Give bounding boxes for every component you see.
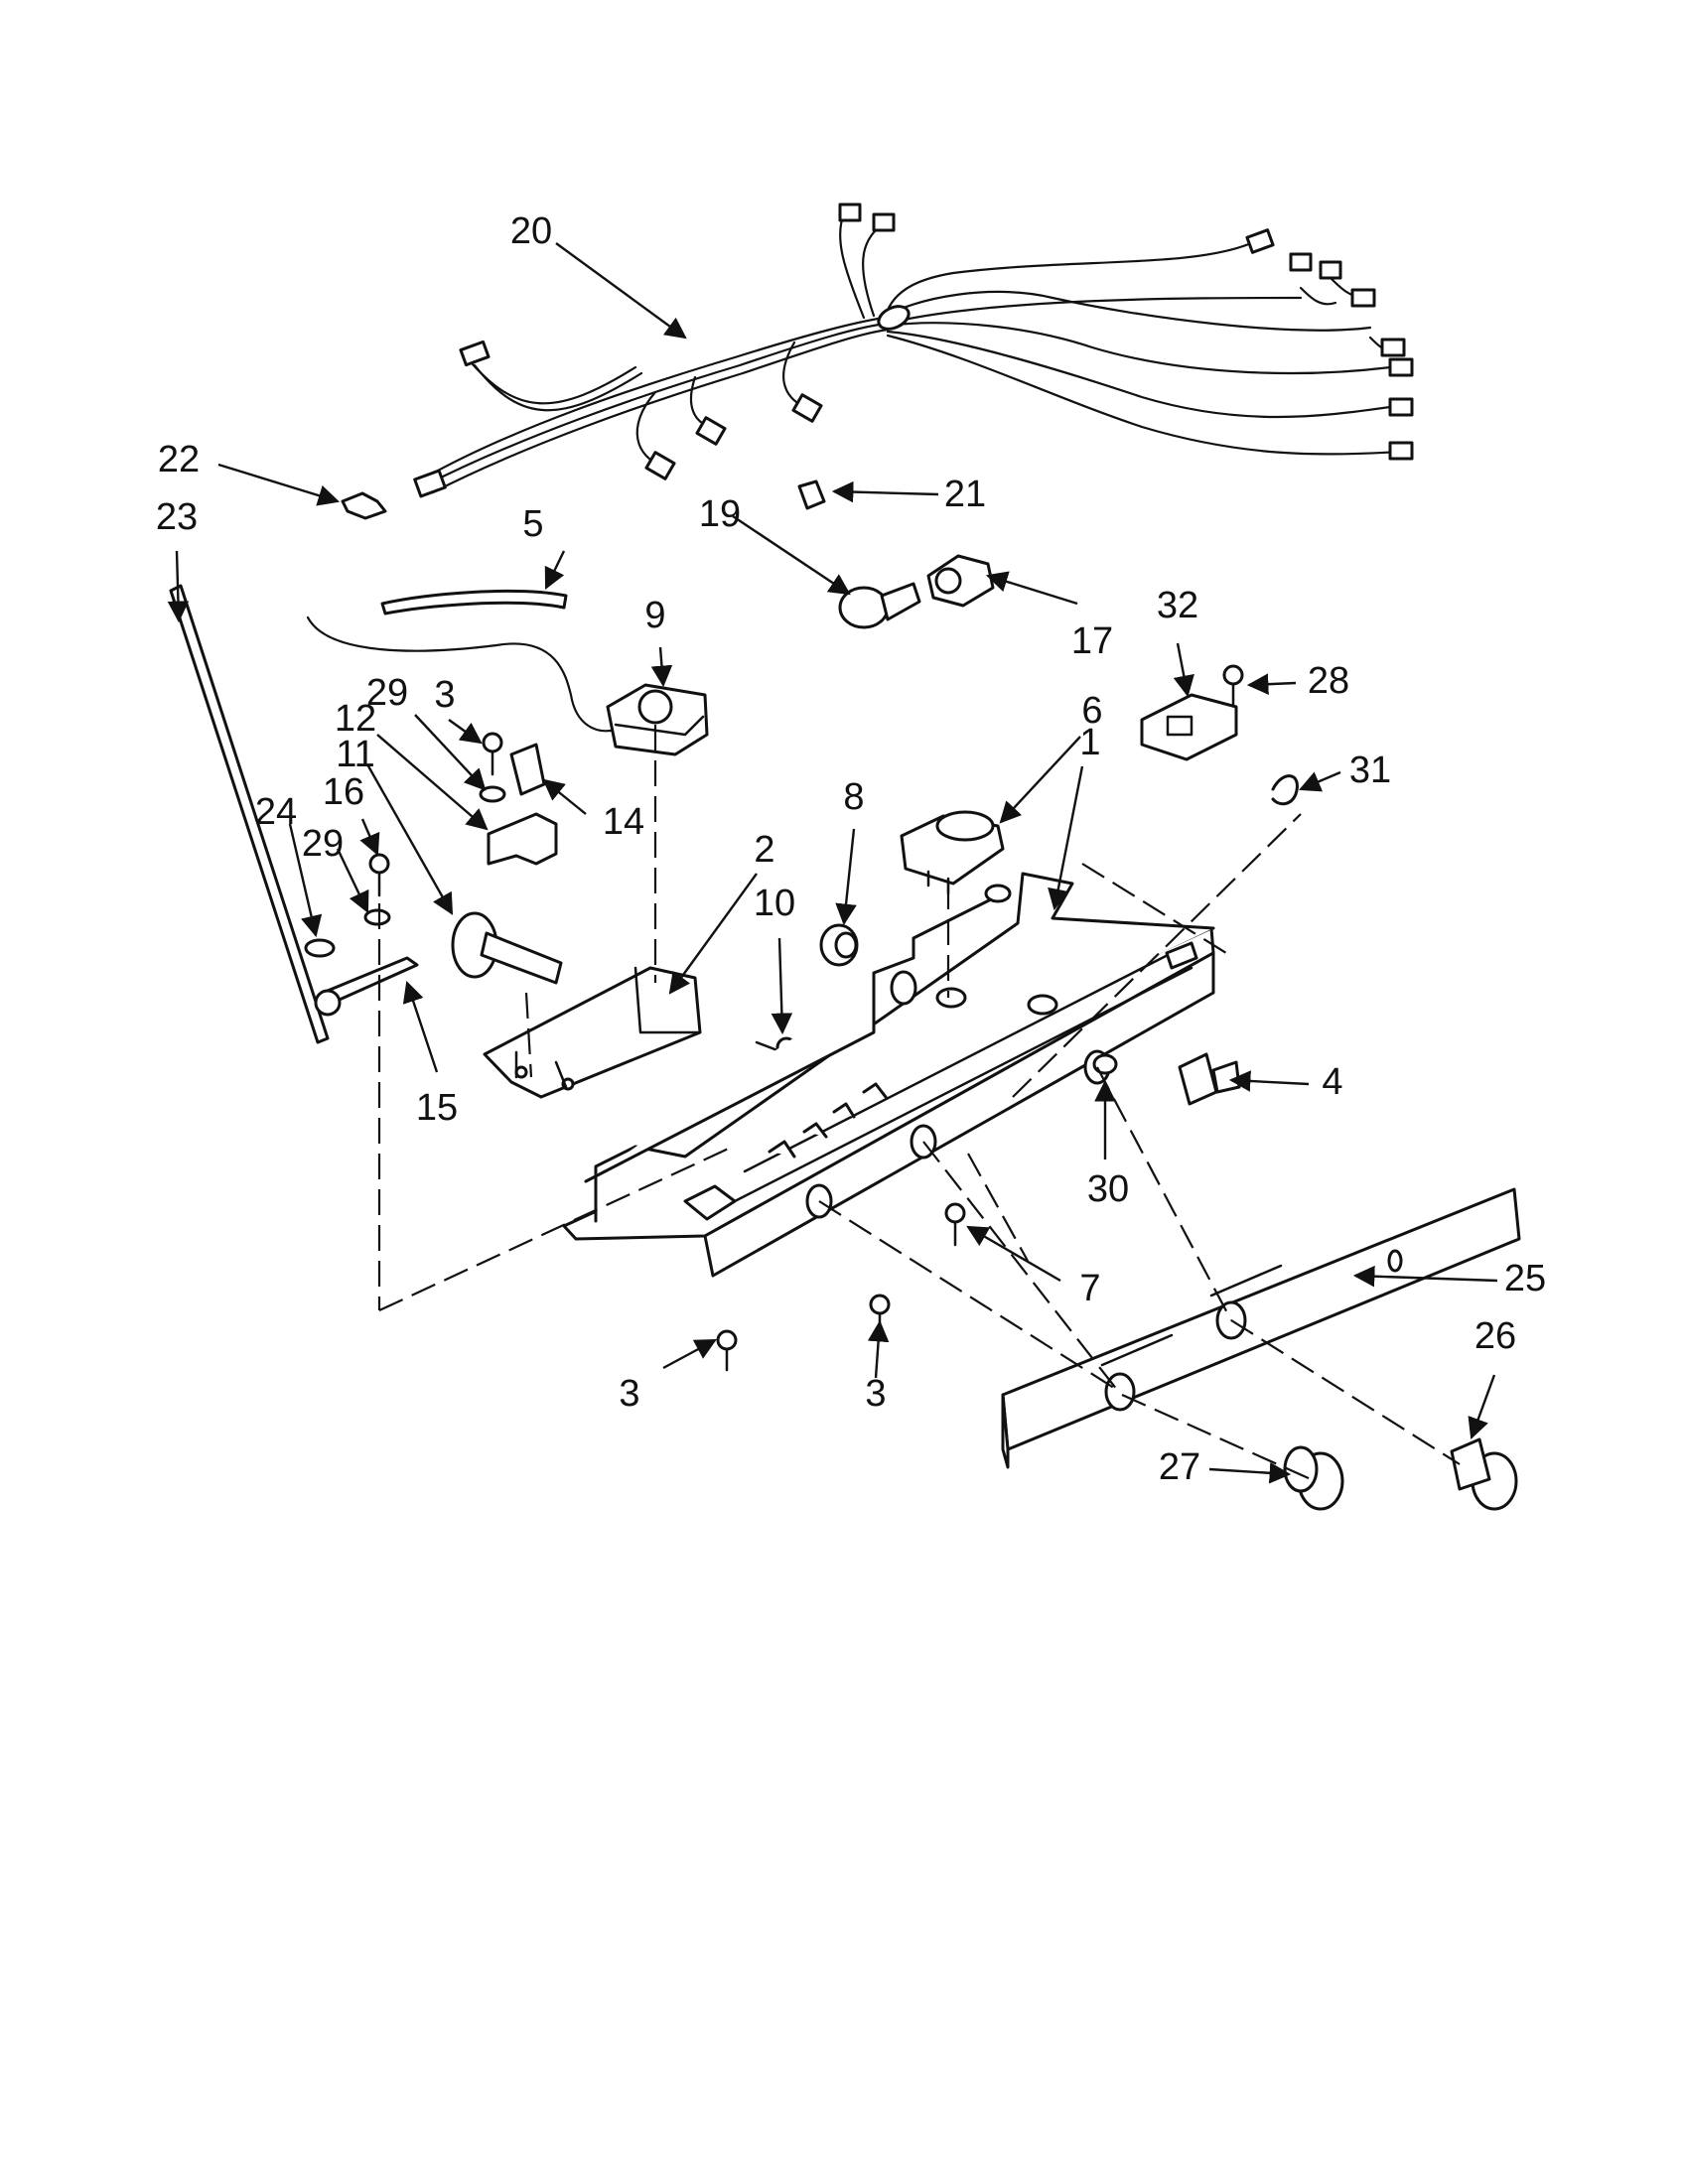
- screw-28: [1222, 664, 1244, 707]
- callouts: 1 2 3 3 3 4 5 6 7 8 9 10 11 12 14 15 16 …: [156, 210, 1546, 1488]
- callout-8: 8: [843, 776, 864, 818]
- shaft-11: [451, 911, 563, 985]
- callout-27: 27: [1159, 1446, 1200, 1488]
- lever-15: [314, 956, 419, 1017]
- knob-27: [1283, 1445, 1344, 1511]
- control-panel-25: [1001, 1187, 1521, 1469]
- clip-22: [341, 491, 387, 520]
- defrost-timer-6: [900, 810, 1005, 895]
- callout-11: 11: [336, 734, 374, 775]
- callout-4: 4: [1322, 1061, 1342, 1103]
- tube-5: [380, 589, 568, 615]
- callout-28: 28: [1308, 660, 1349, 702]
- callout-29-lower: 29: [302, 823, 344, 865]
- washer-24: [304, 938, 336, 958]
- light-socket: [926, 554, 995, 608]
- light-bulb: [838, 582, 921, 629]
- assembly-lines: [377, 725, 1461, 1481]
- callout-1: 1: [1079, 722, 1100, 763]
- bracket-14: [509, 743, 546, 796]
- callout-25: 25: [1504, 1258, 1546, 1299]
- callout-6: 6: [1081, 690, 1102, 732]
- callout-9: 9: [644, 595, 665, 636]
- callout-23: 23: [156, 496, 198, 538]
- callout-17: 17: [1071, 620, 1113, 662]
- switch-4: [1178, 1052, 1241, 1106]
- callout-20: 20: [510, 210, 552, 252]
- screw-7: [944, 1202, 966, 1247]
- callout-12: 12: [335, 698, 376, 740]
- callout-14: 14: [603, 801, 644, 843]
- washer-29-lower: [363, 908, 391, 926]
- callout-7: 7: [1079, 1268, 1100, 1309]
- bracket-12: [487, 812, 558, 866]
- screw-3-top: [482, 732, 503, 776]
- button-30: [1092, 1053, 1118, 1075]
- washer-29-top: [479, 785, 506, 803]
- callout-19: 19: [699, 493, 741, 535]
- screw-3-left: [716, 1329, 738, 1372]
- callout-22: 22: [158, 439, 200, 480]
- leader-lines: [167, 242, 1498, 1484]
- callout-21: 21: [944, 474, 986, 515]
- control-housing-1: [562, 872, 1215, 1278]
- callout-24: 24: [255, 791, 297, 833]
- clip-31: [1271, 774, 1299, 806]
- thermostat-9: [606, 683, 709, 756]
- bulb-cover-clip-21: [797, 479, 826, 510]
- callout-29-top: 29: [366, 672, 408, 714]
- rod-23: [169, 584, 330, 1044]
- wire-harness: [413, 203, 1414, 498]
- callout-3-mid: 3: [865, 1373, 886, 1415]
- callout-31: 31: [1349, 750, 1391, 791]
- callout-3-left: 3: [619, 1373, 639, 1415]
- callout-3-top: 3: [434, 674, 455, 716]
- knob-26: [1450, 1437, 1518, 1511]
- screw-3-mid: [869, 1294, 891, 1337]
- screw-16: [368, 853, 390, 897]
- callout-5: 5: [522, 503, 543, 545]
- callout-10: 10: [754, 883, 795, 924]
- switch-32: [1140, 693, 1238, 761]
- callout-32: 32: [1157, 585, 1198, 626]
- callout-16: 16: [323, 771, 364, 813]
- callout-26: 26: [1474, 1315, 1516, 1357]
- callout-30: 30: [1087, 1168, 1129, 1210]
- fitting-8: [819, 923, 859, 967]
- callout-15: 15: [416, 1087, 458, 1129]
- capillary-tube: [306, 615, 618, 733]
- callout-2: 2: [754, 829, 774, 871]
